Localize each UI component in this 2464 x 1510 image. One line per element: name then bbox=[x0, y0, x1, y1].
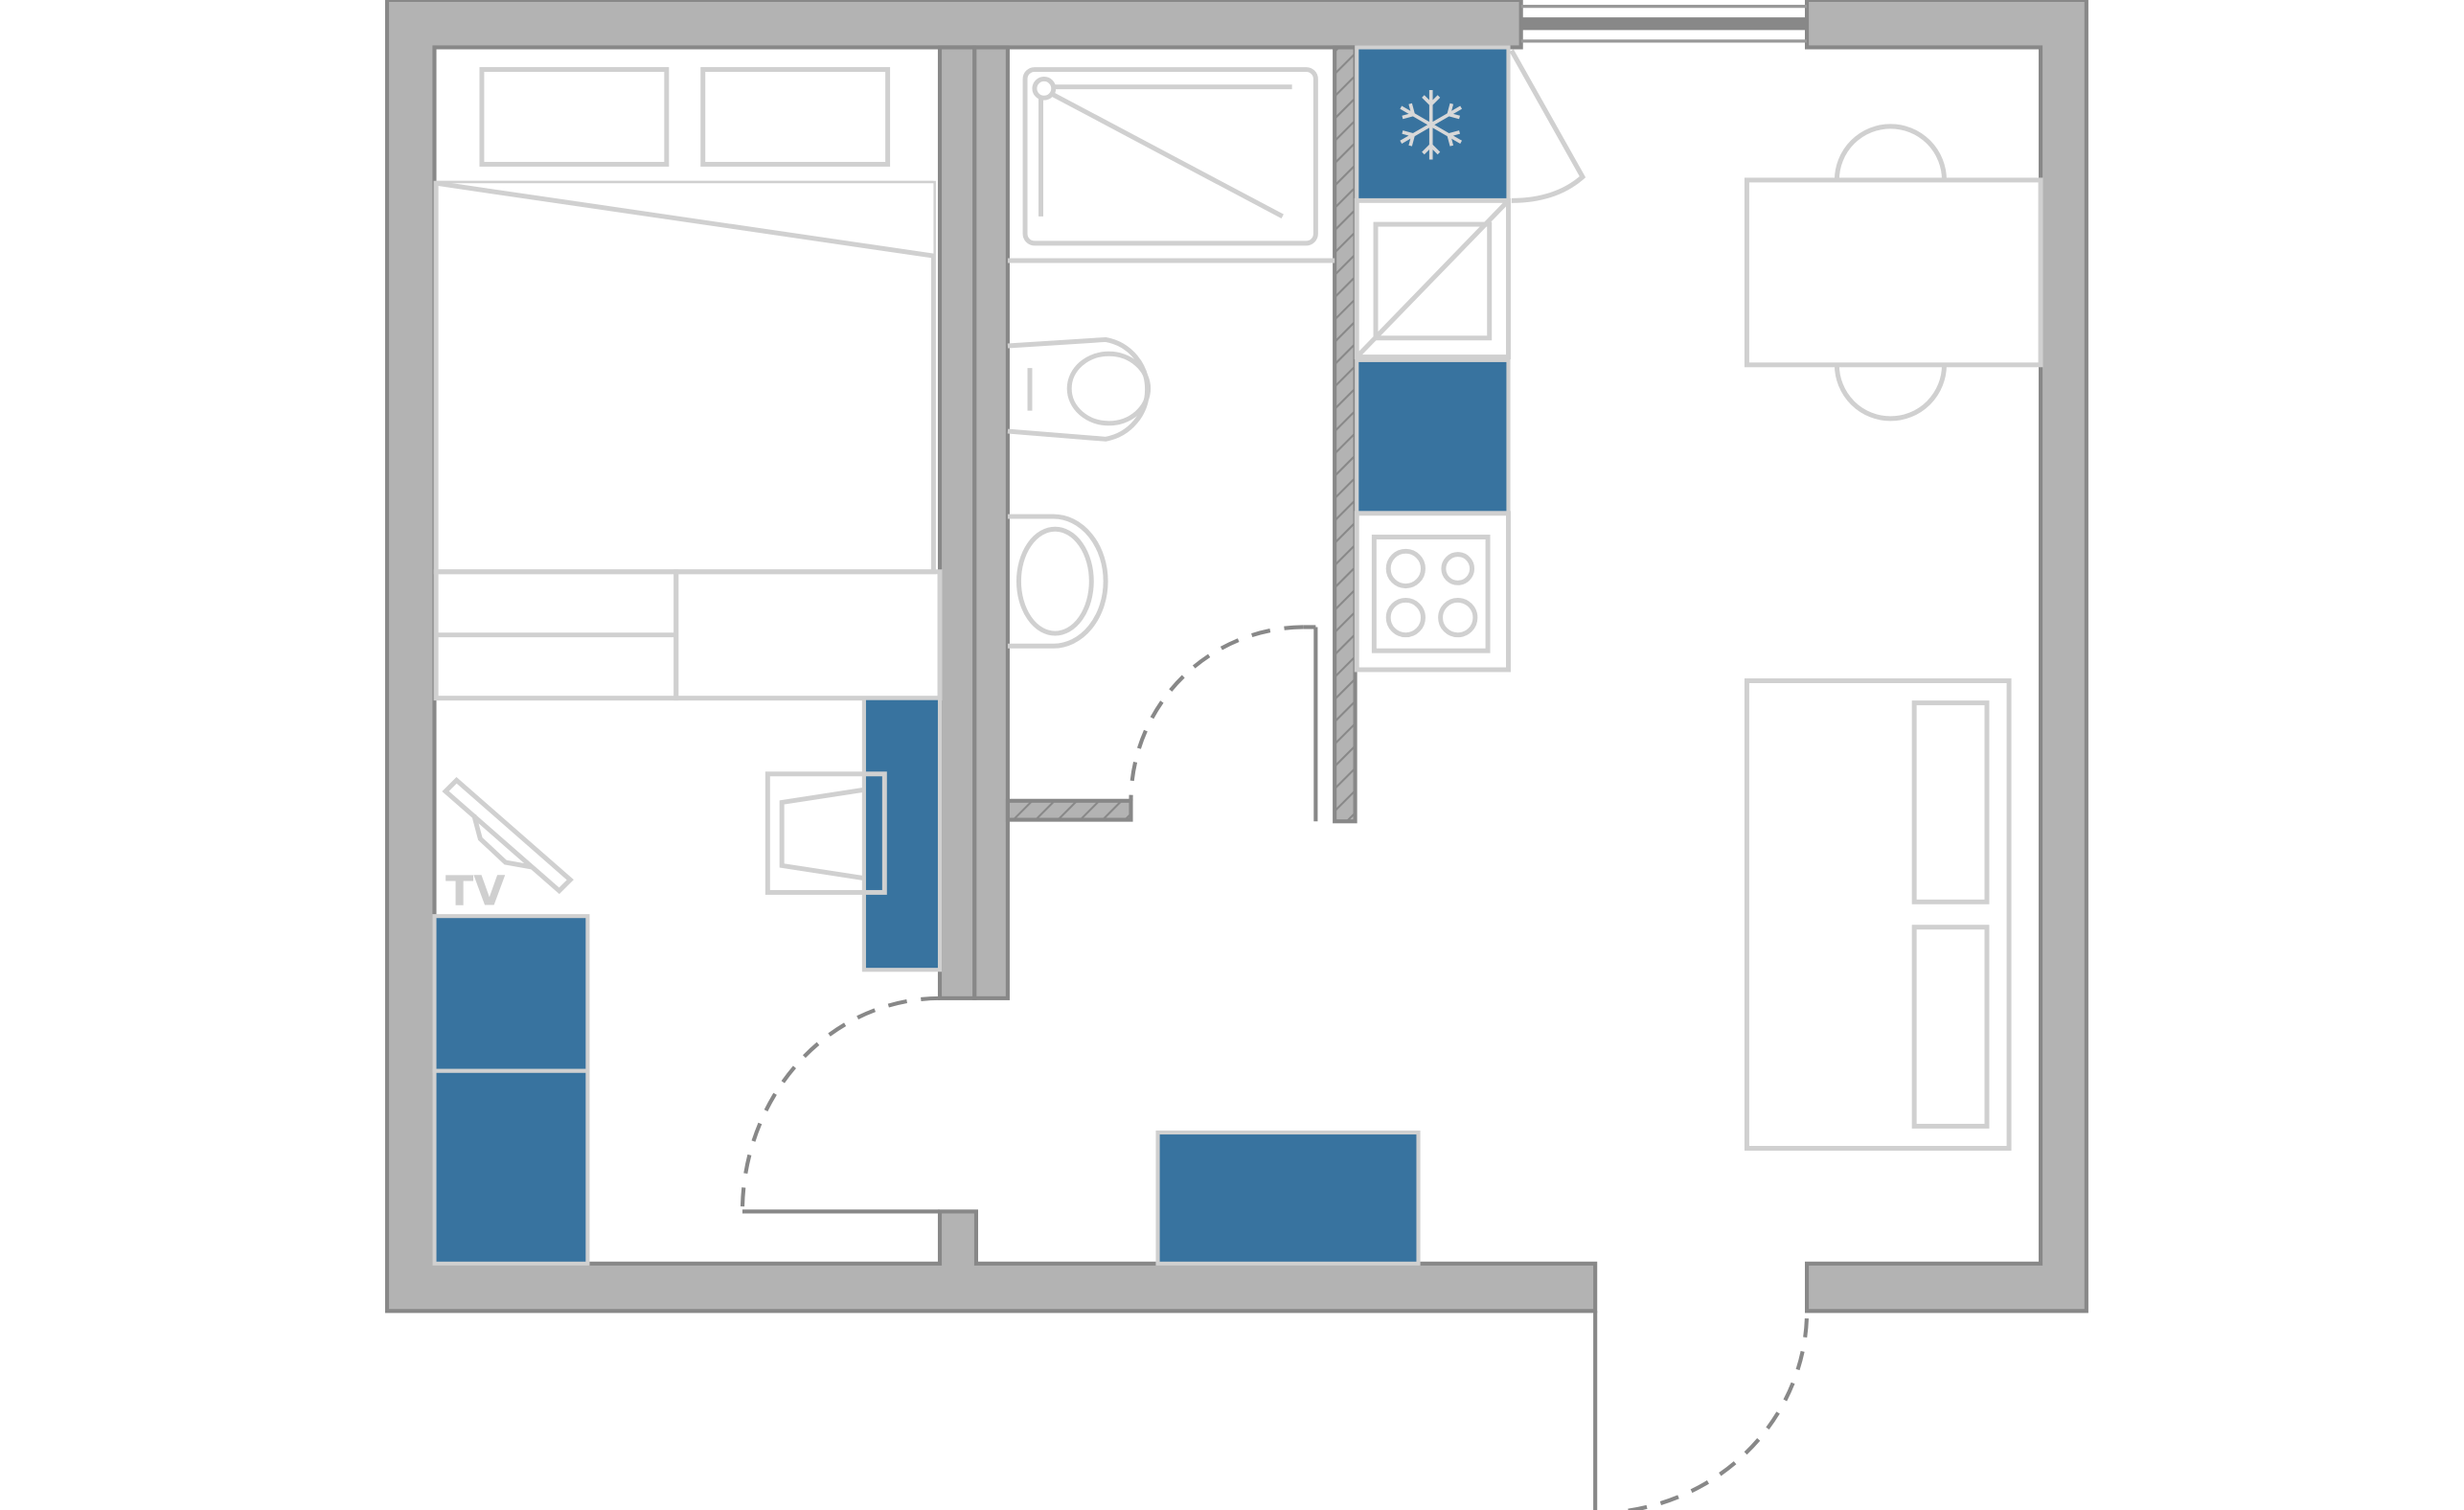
sofa bbox=[1744, 678, 2012, 1151]
nightstands bbox=[433, 569, 943, 701]
stove bbox=[1354, 511, 1511, 673]
pillow bbox=[700, 67, 891, 167]
bed bbox=[433, 67, 936, 575]
bedroom-door[interactable] bbox=[740, 995, 941, 1214]
sink bbox=[1007, 514, 1108, 649]
window bbox=[1520, 4, 1808, 43]
bathroom-partition bbox=[1005, 798, 1133, 822]
pillow bbox=[479, 67, 670, 167]
desk-chair bbox=[764, 771, 887, 895]
wardrobe bbox=[432, 914, 590, 1266]
entrance-door[interactable] bbox=[1593, 1311, 1810, 1510]
desk bbox=[861, 696, 943, 972]
bathtub bbox=[1007, 67, 1335, 263]
bathroom-wall bbox=[972, 45, 1010, 1000]
bathroom-door[interactable] bbox=[1129, 625, 1318, 822]
kitchen-sink bbox=[1354, 197, 1511, 360]
dining-table bbox=[1744, 124, 2043, 422]
bedroom-wall bbox=[937, 45, 977, 1000]
kitchen-cabinet bbox=[1355, 357, 1511, 515]
entry-cabinet bbox=[1155, 1130, 1421, 1266]
tv: TV bbox=[442, 776, 574, 916]
snowflake-icon bbox=[1400, 89, 1463, 160]
toilet bbox=[1007, 336, 1152, 442]
kitchen-partition bbox=[1333, 45, 1357, 824]
fridge bbox=[1355, 45, 1586, 203]
tv-label: TV bbox=[445, 868, 505, 916]
